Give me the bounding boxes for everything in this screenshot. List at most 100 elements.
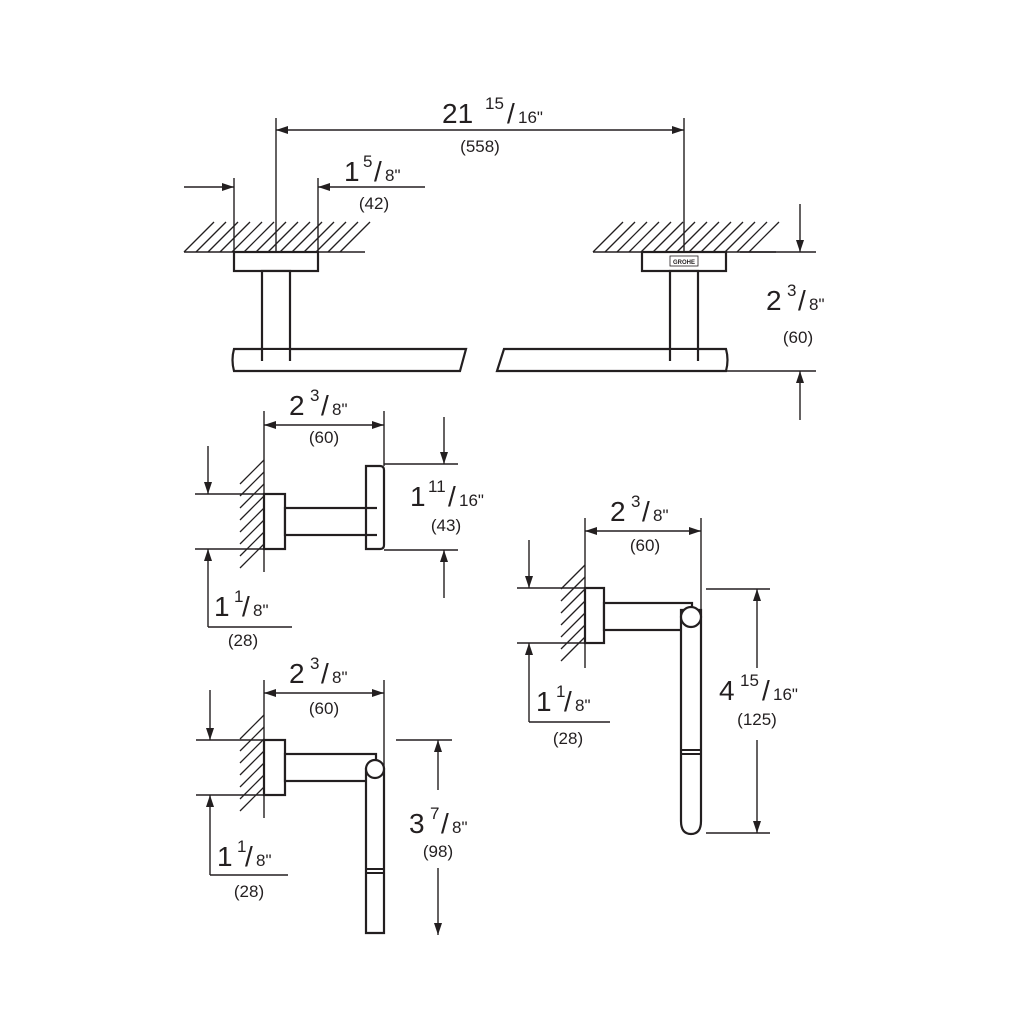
svg-text:(28): (28) [553, 729, 583, 748]
svg-text:8": 8" [332, 400, 348, 419]
holder-arm [602, 601, 694, 632]
hatch-line [652, 221, 684, 253]
hatch-line [239, 714, 265, 740]
hatch-line [303, 221, 335, 253]
svg-text:1: 1 [237, 837, 246, 856]
hatch-line [315, 221, 347, 253]
svg-text:8": 8" [385, 166, 401, 185]
hatch-line [339, 221, 371, 253]
svg-text:8": 8" [809, 295, 825, 314]
svg-text:1: 1 [217, 841, 233, 872]
hatch-line [239, 483, 265, 509]
paper-arm [283, 752, 378, 783]
hatch-line [239, 531, 265, 557]
svg-text:(558): (558) [460, 137, 500, 156]
hatch-line [219, 221, 251, 253]
hatch-line [640, 221, 672, 253]
svg-text:16": 16" [518, 108, 543, 127]
svg-text:/: / [321, 390, 329, 421]
svg-text:16": 16" [773, 685, 798, 704]
svg-text:/: / [374, 156, 382, 187]
svg-text:(60): (60) [309, 699, 339, 718]
svg-text:(60): (60) [309, 428, 339, 447]
svg-text:3: 3 [631, 492, 640, 511]
svg-text:1: 1 [410, 481, 426, 512]
svg-text:5: 5 [363, 152, 372, 171]
hatch-line [560, 612, 586, 638]
label-projection-top: 2 3 / 8" (60) [766, 281, 825, 347]
svg-text:8": 8" [653, 506, 669, 525]
svg-text:2: 2 [289, 658, 305, 689]
svg-text:/: / [242, 591, 250, 622]
svg-text:1: 1 [214, 591, 230, 622]
svg-text:21: 21 [442, 98, 473, 129]
svg-text:11: 11 [428, 477, 446, 496]
svg-text:/: / [507, 98, 515, 129]
hatch-line [736, 221, 768, 253]
hatch-line [628, 221, 660, 253]
hatch-line [239, 738, 265, 764]
label-holder-projection: 2 3 / 8" (60) [610, 492, 669, 555]
hatch-line [560, 624, 586, 650]
hatch-line [231, 221, 263, 253]
bar-flange-left [232, 250, 320, 273]
svg-text:3: 3 [310, 386, 319, 405]
svg-text:3: 3 [787, 281, 796, 300]
label-paper-length: 3 7 / 8" (98) [409, 804, 468, 861]
hatch-line [560, 588, 586, 614]
svg-text:/: / [448, 481, 456, 512]
svg-text:(98): (98) [423, 842, 453, 861]
grohe-logo: GROHE [669, 255, 699, 267]
hatch-line [239, 519, 265, 545]
svg-text:8": 8" [253, 601, 269, 620]
paper-flange [262, 738, 287, 797]
label-paper-projection: 2 3 / 8" (60) [289, 654, 348, 718]
hatch-line [592, 221, 624, 253]
label-flange: 1 5 / 8" (42) [344, 152, 401, 213]
svg-text:8": 8" [256, 851, 272, 870]
svg-text:/: / [564, 686, 572, 717]
paper-joint [364, 758, 386, 780]
hatch-line [255, 221, 287, 253]
hatch-line [239, 459, 265, 485]
hook-arm [283, 506, 369, 537]
label-hook-projection: 2 3 / 8" (60) [289, 386, 348, 447]
holder-joint [679, 605, 703, 629]
hatch-line [279, 221, 311, 253]
label-paper-base: 1 1 / 8" (28) [217, 837, 272, 901]
svg-text:(42): (42) [359, 194, 389, 213]
robe-hook-view: 2 3 / 8" (60) 1 11 / 16" (43) 1 1 / 8" [195, 386, 484, 650]
hatch-line [183, 221, 215, 253]
towel-bar-view: GROHE 21 15 / 16" (558) 1 5 / [183, 94, 825, 420]
svg-text:8": 8" [575, 696, 591, 715]
svg-text:(28): (28) [228, 631, 258, 650]
hatch-line [327, 221, 359, 253]
hatch-line [239, 762, 265, 788]
hatch-line [239, 495, 265, 521]
svg-text:1: 1 [536, 686, 552, 717]
svg-text:/: / [762, 675, 770, 706]
hatch-line [195, 221, 227, 253]
paper-holder-view: 2 3 / 8" (60) 3 7 / 8" (98) 1 1 / 8" (28… [196, 654, 468, 935]
hatch-line [712, 221, 744, 253]
hatch-line [239, 543, 265, 569]
hatch-line [239, 786, 265, 812]
hatch-line [688, 221, 720, 253]
hatch-line [604, 221, 636, 253]
holder-rod [679, 608, 703, 836]
hatch-line [700, 221, 732, 253]
svg-text:3: 3 [409, 808, 425, 839]
hatch-line [239, 507, 265, 533]
hatch-line [239, 750, 265, 776]
hatch-line [560, 636, 586, 662]
hatch-line [748, 221, 780, 253]
svg-text:16": 16" [459, 491, 484, 510]
wall-hatch-hook [239, 459, 265, 569]
hook-flange [262, 492, 287, 551]
svg-text:/: / [245, 841, 253, 872]
paper-rod [364, 767, 386, 935]
svg-text:8": 8" [452, 818, 468, 837]
hatch-line [664, 221, 696, 253]
hatch-line [267, 221, 299, 253]
wall-hatch-holder [560, 564, 586, 662]
